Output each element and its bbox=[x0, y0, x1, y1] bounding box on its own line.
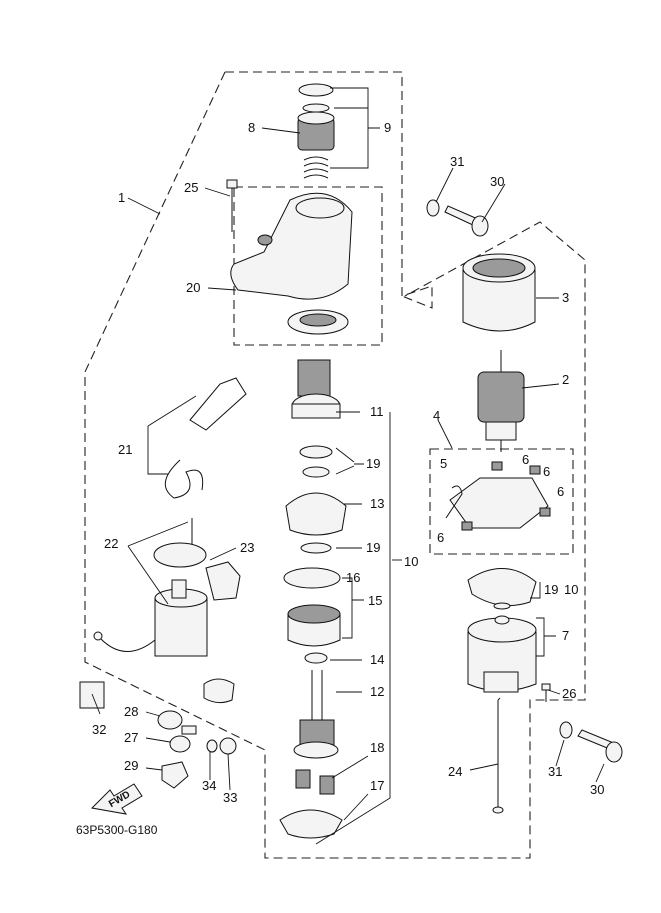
callout-20: 20 bbox=[186, 280, 200, 295]
armature bbox=[477, 350, 525, 452]
callout-1: 1 bbox=[118, 190, 125, 205]
callout-labels: 1 2 3 4 5 6 6 6 6 6 8 9 10 10 11 12 13 1… bbox=[92, 120, 604, 805]
callout-34: 34 bbox=[202, 778, 216, 793]
bracket-screw bbox=[541, 683, 551, 702]
callout-10-b: 10 bbox=[564, 582, 578, 597]
callout-10-a: 10 bbox=[404, 554, 418, 569]
callout-31-b: 31 bbox=[548, 764, 562, 779]
callout-23: 23 bbox=[240, 540, 254, 555]
brush-holder-assembly bbox=[445, 461, 551, 531]
terminal-nut-set bbox=[157, 710, 237, 789]
callout-8: 8 bbox=[248, 120, 255, 135]
callout-24: 24 bbox=[448, 764, 462, 779]
callout-14: 14 bbox=[370, 652, 384, 667]
yoke bbox=[462, 253, 536, 332]
callout-3: 3 bbox=[562, 290, 569, 305]
callout-30-b: 30 bbox=[590, 782, 604, 797]
callout-33: 33 bbox=[223, 790, 237, 805]
callout-6-d: 6 bbox=[437, 530, 444, 545]
housing-bolt bbox=[226, 179, 238, 232]
callout-6-c: 6 bbox=[557, 484, 564, 499]
callout-12: 12 bbox=[370, 684, 384, 699]
rear-bracket bbox=[467, 615, 537, 693]
callout-21: 21 bbox=[118, 442, 132, 457]
leader-lines bbox=[91, 87, 605, 845]
callout-29: 29 bbox=[124, 758, 138, 773]
callout-7: 7 bbox=[562, 628, 569, 643]
through-bolt-lower bbox=[559, 721, 623, 763]
callout-19-c: 19 bbox=[544, 582, 558, 597]
callout-6-a: 6 bbox=[522, 452, 529, 467]
through-bolt-upper bbox=[426, 199, 489, 237]
callout-19-a: 19 bbox=[366, 456, 380, 471]
callout-22: 22 bbox=[104, 536, 118, 551]
shift-lever-assembly bbox=[164, 377, 247, 499]
callout-31-a: 31 bbox=[450, 154, 464, 169]
drive-housing bbox=[230, 192, 353, 335]
callout-5: 5 bbox=[440, 456, 447, 471]
callout-32: 32 bbox=[92, 722, 106, 737]
callout-30-a: 30 bbox=[490, 174, 504, 189]
callout-9: 9 bbox=[384, 120, 391, 135]
pinion-gear-stack bbox=[297, 83, 335, 179]
callout-11: 11 bbox=[370, 404, 384, 419]
callout-15: 15 bbox=[368, 593, 382, 608]
forward-direction-arrow: FWD bbox=[90, 783, 143, 815]
callout-19-b: 19 bbox=[366, 540, 380, 555]
rubber-seal bbox=[203, 561, 241, 704]
assembly-outline-1 bbox=[84, 71, 586, 859]
callout-26: 26 bbox=[562, 686, 576, 701]
catalog-code: 63P5300-G180 bbox=[76, 823, 158, 837]
callout-6-b: 6 bbox=[543, 464, 550, 479]
callout-28: 28 bbox=[124, 704, 138, 719]
end-plate bbox=[467, 568, 537, 610]
through-bolt-long bbox=[492, 700, 504, 814]
callout-17: 17 bbox=[370, 778, 384, 793]
callout-13: 13 bbox=[370, 496, 384, 511]
callout-16: 16 bbox=[346, 570, 360, 585]
callout-18: 18 bbox=[370, 740, 384, 755]
callout-4: 4 bbox=[433, 408, 440, 423]
callout-25: 25 bbox=[184, 180, 198, 195]
planetary-drive-stack bbox=[279, 359, 347, 839]
callout-27: 27 bbox=[124, 730, 138, 745]
magnetic-switch bbox=[93, 518, 208, 657]
callout-2: 2 bbox=[562, 372, 569, 387]
